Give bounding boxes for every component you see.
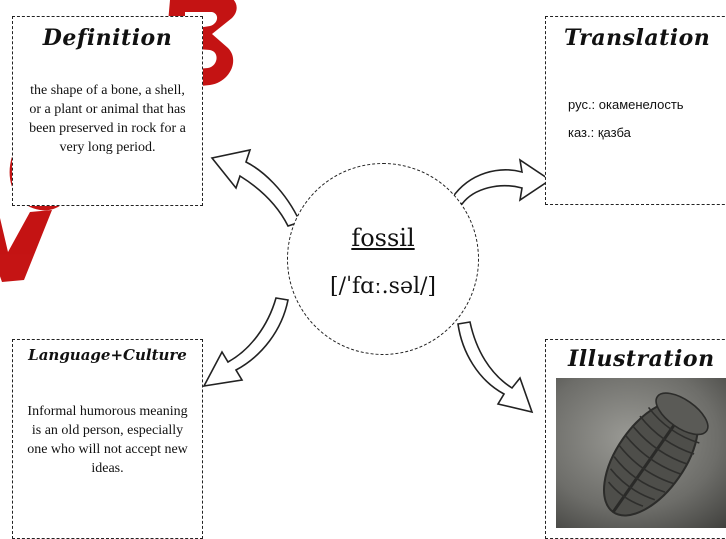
definition-title: Definition — [42, 25, 173, 51]
translation-kz: каз.: қазба — [568, 125, 631, 140]
arrow-to-illustration — [457, 321, 534, 414]
arrow-to-definition — [210, 148, 302, 227]
language-culture-title: Language+Culture — [28, 346, 187, 364]
language-culture-text: Informal humorous meaning is an old pers… — [27, 404, 188, 476]
translation-card: Translation рус.: окаменелость каз.: қаз… — [545, 16, 726, 205]
translation-title: Translation — [564, 25, 711, 51]
language-culture-card: Language+Culture Informal humorous meani… — [12, 339, 203, 539]
arrow-to-translation — [450, 158, 552, 206]
translation-lines: рус.: окаменелость каз.: қазба — [568, 91, 684, 147]
arrows-layer — [202, 148, 552, 414]
illustration-title: Illustration — [568, 346, 715, 372]
center-word-circle: fossil [/ˈfɑː.səl/] — [287, 163, 479, 355]
illustration-card: Illustration — [545, 339, 726, 539]
pronunciation: [/ˈfɑː.səl/] — [329, 274, 436, 299]
headword: fossil — [351, 224, 415, 252]
definition-text: the shape of a bone, a shell, or a plant… — [29, 83, 186, 155]
arrow-to-language-culture — [202, 297, 289, 388]
translation-ru: рус.: окаменелость — [568, 97, 684, 112]
definition-card: Definition the shape of a bone, a shell,… — [12, 16, 203, 206]
trilobite-fossil-image — [556, 378, 726, 528]
